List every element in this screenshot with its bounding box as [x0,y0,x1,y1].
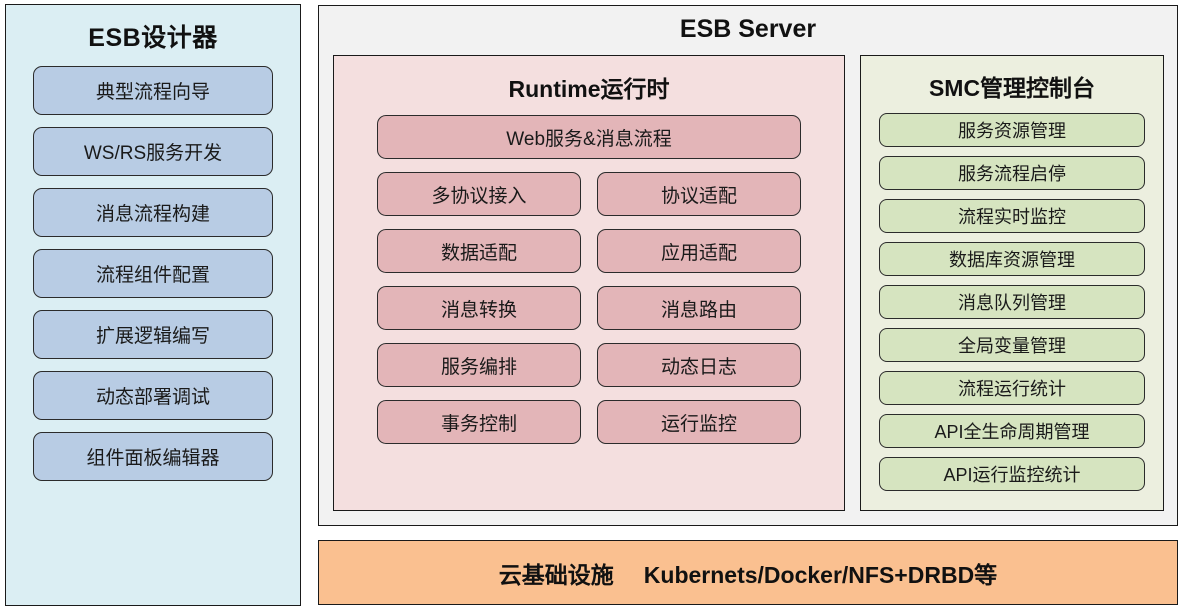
esb-designer-panel: ESB设计器 典型流程向导 WS/RS服务开发 消息流程构建 流程组件配置 扩展… [5,4,301,606]
smc-item-label: 消息队列管理 [958,293,1066,313]
runtime-item-label: 运行监控 [660,413,737,435]
runtime-item-grid: 多协议接入 协议适配 数据适配 应用适配 消息转换 消息路由 服务编排 动态日志… [334,172,844,444]
designer-item[interactable]: WS/RS服务开发 [33,127,273,176]
runtime-item-label: 消息转换 [440,299,517,321]
runtime-item[interactable]: 运行监控 [597,400,801,444]
smc-panel: SMC管理控制台 服务资源管理 服务流程启停 流程实时监控 数据库资源管理 消息… [860,55,1164,511]
smc-item-label: 流程运行统计 [958,379,1066,399]
runtime-item[interactable]: 动态日志 [597,343,801,387]
smc-item[interactable]: 流程实时监控 [879,199,1145,233]
runtime-item-label: 消息路由 [660,299,737,321]
runtime-item[interactable]: 服务编排 [377,343,581,387]
esb-designer-title: ESB设计器 [88,24,218,52]
runtime-item-label: 数据适配 [440,242,517,264]
smc-item[interactable]: 消息队列管理 [879,285,1145,319]
designer-item[interactable]: 动态部署调试 [33,371,273,420]
runtime-item-label: 应用适配 [660,242,737,264]
infrastructure-label: 云基础设施 [498,561,614,588]
runtime-item[interactable]: 消息路由 [597,286,801,330]
runtime-item[interactable]: 数据适配 [377,229,581,273]
smc-item[interactable]: 流程运行统计 [879,371,1145,405]
designer-item-label: 流程组件配置 [95,265,210,286]
designer-item[interactable]: 典型流程向导 [33,66,273,115]
designer-item-label: 扩展逻辑编写 [95,326,210,347]
designer-item-label: 消息流程构建 [95,204,210,225]
runtime-item[interactable]: 多协议接入 [377,172,581,216]
runtime-item[interactable]: 消息转换 [377,286,581,330]
smc-item-label: 服务流程启停 [958,164,1066,184]
smc-item-label: API全生命周期管理 [934,422,1090,442]
esb-server-title: ESB Server [679,15,817,43]
smc-item-label: 流程实时监控 [958,207,1066,227]
designer-item[interactable]: 组件面板编辑器 [33,432,273,481]
smc-item-list: 服务资源管理 服务流程启停 流程实时监控 数据库资源管理 消息队列管理 全局变量… [861,113,1163,491]
runtime-item[interactable]: 应用适配 [597,229,801,273]
runtime-item[interactable]: 协议适配 [597,172,801,216]
esb-designer-item-list: 典型流程向导 WS/RS服务开发 消息流程构建 流程组件配置 扩展逻辑编写 动态… [6,66,300,481]
smc-item-label: 全局变量管理 [958,336,1066,356]
runtime-item-label: 动态日志 [660,356,737,378]
runtime-item-label: 多协议接入 [431,185,527,207]
smc-item[interactable]: 全局变量管理 [879,328,1145,362]
smc-item[interactable]: 服务资源管理 [879,113,1145,147]
runtime-featured-row: Web服务&消息流程 [334,115,844,159]
designer-item[interactable]: 扩展逻辑编写 [33,310,273,359]
runtime-panel: Runtime运行时 Web服务&消息流程 多协议接入 协议适配 数据适配 应用… [333,55,845,511]
smc-item-label: API运行监控统计 [943,465,1081,485]
runtime-item-web-service[interactable]: Web服务&消息流程 [377,115,801,159]
designer-item-label: 典型流程向导 [95,82,210,103]
smc-item[interactable]: API全生命周期管理 [879,414,1145,448]
designer-item[interactable]: 流程组件配置 [33,249,273,298]
esb-server-panel: ESB Server Runtime运行时 Web服务&消息流程 多协议接入 协… [318,5,1178,526]
smc-item-label: 服务资源管理 [958,121,1066,141]
infrastructure-value: Kubernets/Docker/NFS+DRBD等 [643,561,998,588]
smc-title: SMC管理控制台 [928,75,1096,101]
runtime-item-label: 协议适配 [660,185,737,207]
designer-item[interactable]: 消息流程构建 [33,188,273,237]
smc-item-label: 数据库资源管理 [949,250,1075,270]
smc-item[interactable]: 服务流程启停 [879,156,1145,190]
runtime-item[interactable]: 事务控制 [377,400,581,444]
designer-item-label: 组件面板编辑器 [86,448,220,469]
smc-item[interactable]: 数据库资源管理 [879,242,1145,276]
runtime-item-label: Web服务&消息流程 [506,128,672,150]
smc-item[interactable]: API运行监控统计 [879,457,1145,491]
runtime-item-label: 事务控制 [440,413,517,435]
runtime-item-label: 服务编排 [440,356,517,378]
designer-item-label: WS/RS服务开发 [83,143,223,164]
designer-item-label: 动态部署调试 [95,387,210,408]
runtime-title: Runtime运行时 [508,76,670,102]
cloud-infrastructure-bar: 云基础设施 Kubernets/Docker/NFS+DRBD等 [318,540,1178,605]
